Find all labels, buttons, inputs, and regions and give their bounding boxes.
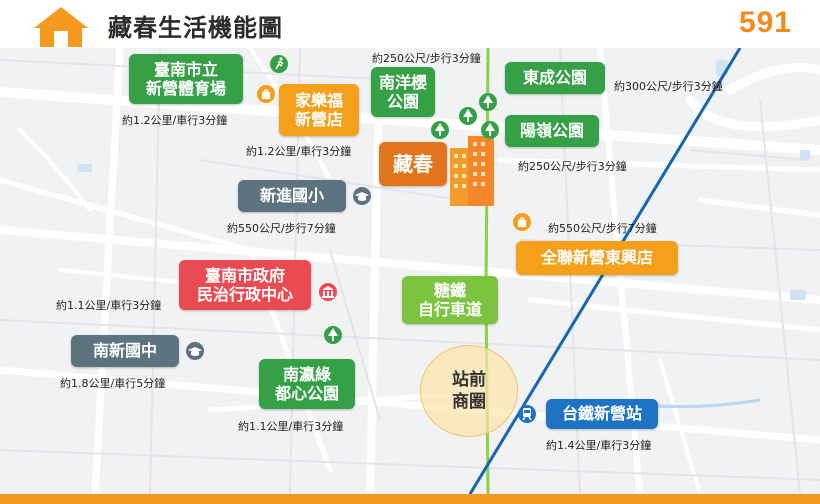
poi-civic-center[interactable]: 臺南市政府 民治行政中心 bbox=[179, 260, 311, 310]
distance-pxmart: 約550公尺/步行7分鐘 bbox=[548, 222, 657, 235]
poi-dongcheng-park[interactable]: 東成公園 bbox=[505, 62, 605, 94]
header-bar: 藏春生活機能圖 591 bbox=[0, 0, 820, 49]
distance-xinying-station: 約1.4公里/車行3分鐘 bbox=[546, 439, 652, 452]
poi-xinjin-school[interactable]: 新進國小 bbox=[238, 180, 346, 212]
station-commercial-area[interactable]: 站前 商圈 bbox=[420, 345, 518, 437]
graduation-cap-icon bbox=[353, 187, 371, 205]
graduation-cap-icon bbox=[186, 342, 204, 360]
poi-pxmart[interactable]: 全聯新營東興店 bbox=[516, 241, 678, 275]
distance-civic-center: 約1.1公里/車行3分鐘 bbox=[56, 299, 162, 312]
bottom-accent-bar bbox=[0, 494, 820, 504]
poi-xinying-station[interactable]: 台鐵新營站 bbox=[546, 399, 658, 429]
project-building-icon bbox=[450, 136, 494, 206]
map-roads bbox=[0, 48, 820, 494]
tree-icon bbox=[324, 326, 342, 344]
distance-nanxin-junior-high: 約1.8公里/車行5分鐘 bbox=[60, 377, 166, 390]
poi-nanxin-junior-high[interactable]: 南新國中 bbox=[71, 335, 179, 367]
tree-icon bbox=[459, 107, 477, 125]
distance-nanyang-park: 約250公尺/步行3分鐘 bbox=[372, 52, 481, 65]
distance-nanying-park: 約1.1公里/車行3分鐘 bbox=[238, 420, 344, 433]
poi-nanying-park[interactable]: 南瀛綠 都心公園 bbox=[259, 359, 355, 409]
distance-carrefour: 約1.2公里/車行3分鐘 bbox=[246, 145, 352, 158]
poi-sugar-railway-bike-path[interactable]: 糖鐵 自行車道 bbox=[402, 276, 498, 324]
tree-icon bbox=[481, 121, 499, 139]
poi-nanyang-park[interactable]: 南洋櫻 公園 bbox=[371, 67, 435, 117]
distance-dongcheng-park: 約300公尺/步行3分鐘 bbox=[614, 80, 723, 93]
brand-logo: 591 bbox=[738, 6, 792, 39]
government-building-icon bbox=[319, 283, 337, 301]
shopping-bag-icon bbox=[513, 213, 531, 231]
distance-xinjin-school: 約550公尺/步行7分鐘 bbox=[227, 222, 336, 235]
tree-icon bbox=[431, 121, 449, 139]
map-canvas[interactable] bbox=[0, 48, 820, 494]
train-icon bbox=[518, 405, 536, 423]
page-title: 藏春生活機能圖 bbox=[108, 14, 283, 42]
distance-yangling-park: 約250公尺/步行3分鐘 bbox=[518, 160, 627, 173]
house-logo-icon bbox=[34, 7, 88, 47]
poi-stadium[interactable]: 臺南市立 新營體育場 bbox=[129, 54, 243, 104]
project-label[interactable]: 藏春 bbox=[379, 142, 447, 186]
poi-carrefour[interactable]: 家樂福 新營店 bbox=[279, 84, 359, 136]
distance-stadium: 約1.2公里/車行3分鐘 bbox=[122, 114, 228, 127]
shopping-bag-icon bbox=[257, 85, 275, 103]
poi-yangling-park[interactable]: 陽嶺公園 bbox=[505, 115, 599, 147]
running-icon bbox=[270, 55, 288, 73]
tree-icon bbox=[479, 93, 497, 111]
